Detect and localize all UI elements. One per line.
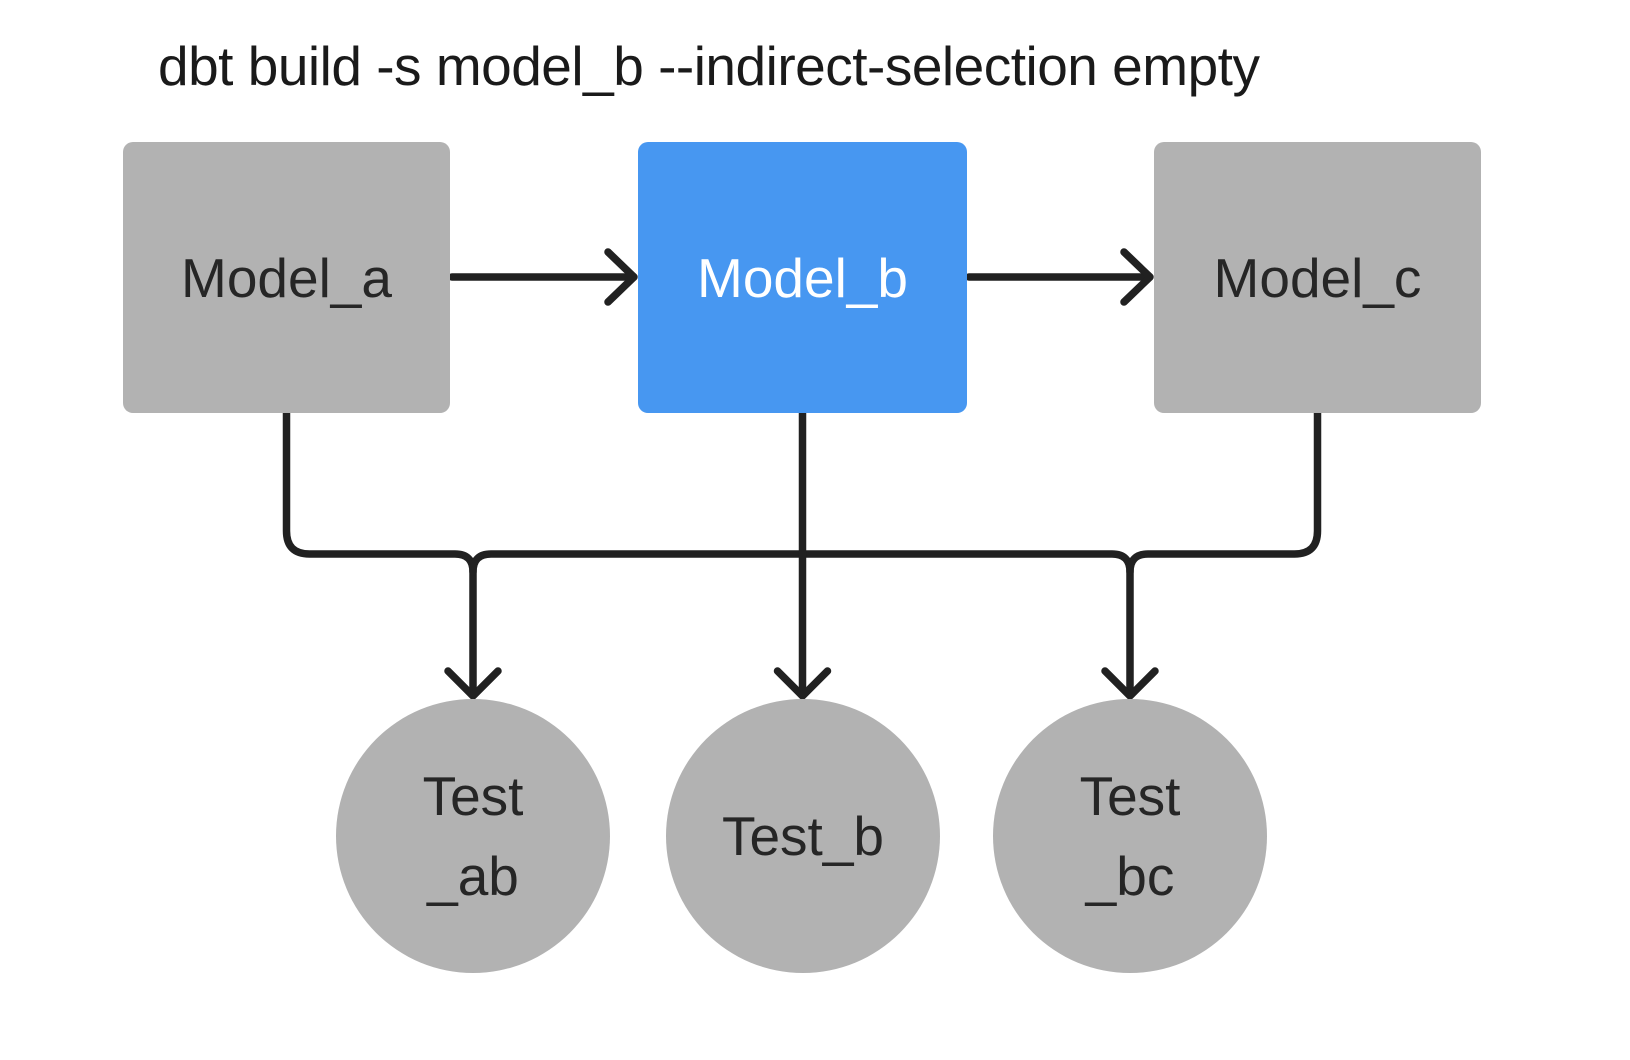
node-test-b: Test_b xyxy=(666,699,940,973)
node-test-ab-label-line2: _ab xyxy=(427,845,519,907)
arrowhead-test-ab-icon xyxy=(444,667,502,700)
node-model-c-label: Model_c xyxy=(1213,246,1422,309)
node-model-c: Model_c xyxy=(1154,142,1481,413)
node-model-a-label: Model_a xyxy=(181,246,392,309)
edge-group xyxy=(282,248,1322,700)
node-model-b: Model_b xyxy=(638,142,967,413)
arrowhead-model-c-icon xyxy=(1120,248,1154,306)
command-title: dbt build -s model_b --indirect-selectio… xyxy=(158,35,1260,97)
node-test-ab: Test _ab xyxy=(336,699,610,973)
edge-model-a-to-bus xyxy=(282,409,477,696)
node-test-ab-label-line1: Test xyxy=(422,765,524,827)
edge-model-c-to-bus xyxy=(1126,409,1322,576)
node-test-bc: Test _bc xyxy=(993,699,1267,973)
node-test-bc-label-line1: Test xyxy=(1079,765,1181,827)
arrowhead-test-bc-icon xyxy=(1101,667,1159,700)
node-test-bc-label-line2: _bc xyxy=(1085,845,1175,907)
arrowhead-test-b-icon xyxy=(773,667,832,700)
node-test-b-label: Test_b xyxy=(721,805,885,867)
node-model-b-label: Model_b xyxy=(697,246,908,309)
node-model-a: Model_a xyxy=(123,142,450,413)
arrowhead-model-b-icon xyxy=(604,248,638,306)
